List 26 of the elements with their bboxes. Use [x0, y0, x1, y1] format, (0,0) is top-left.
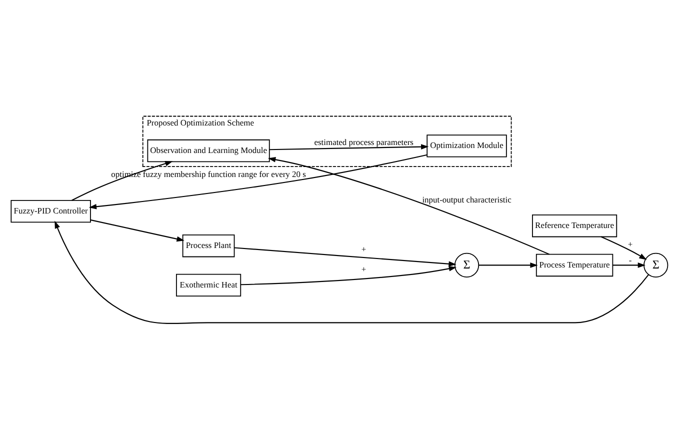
arrow	[234, 246, 456, 266]
node-box: Fuzzy-PID Controller	[10, 199, 91, 222]
edge-label: +	[361, 244, 366, 254]
arrow	[88, 154, 428, 209]
arrow	[72, 160, 173, 200]
node-box: Process Plant	[182, 234, 235, 257]
edge-label: estimated process parameters	[314, 136, 414, 146]
arrow	[54, 220, 649, 324]
arrow	[90, 218, 184, 242]
node-circle: Σ	[644, 252, 668, 278]
edge-label: +	[628, 238, 633, 249]
node-box: Exothermic Heat	[176, 273, 242, 296]
edge-label: input-output characteristic	[422, 194, 512, 204]
arrow	[612, 262, 646, 268]
arrow	[478, 262, 538, 268]
edge-label: -	[628, 254, 632, 264]
arrow	[269, 144, 429, 150]
arrow	[240, 266, 457, 285]
node-circle: Σ	[454, 252, 480, 278]
node-box: Process Temperature	[536, 253, 614, 276]
arrow	[600, 236, 647, 260]
node-box: Observation and Learning Module	[147, 138, 270, 162]
node-box: Optimization Module	[426, 134, 507, 157]
node-box: Reference Temperature	[532, 214, 618, 237]
arrow	[268, 156, 550, 254]
edge-label: +	[361, 263, 366, 274]
